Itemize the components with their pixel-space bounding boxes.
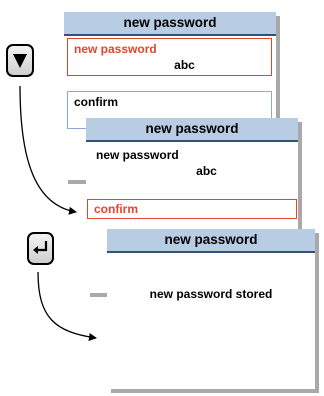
field-value: abc: [196, 164, 217, 178]
arrow-to-screen-2: [19, 85, 77, 215]
screen-title: new password: [64, 12, 276, 36]
screen-title: new password: [86, 118, 298, 142]
status-message: new password stored: [149, 287, 273, 301]
enter-return-icon: [33, 241, 48, 254]
field-value: abc: [174, 58, 195, 72]
arrow-to-screen-3: [37, 271, 97, 341]
triangle-down-icon: [13, 54, 27, 68]
field-label: confirm: [74, 95, 119, 109]
enter-key-button[interactable]: [27, 232, 54, 265]
field-label: new password: [74, 42, 157, 56]
new-password-field[interactable]: new password abc: [67, 38, 272, 76]
confirm-field[interactable]: confirm: [87, 199, 297, 219]
field-label: confirm: [94, 202, 139, 216]
screen-3: new password new password stored: [107, 229, 315, 389]
screen-title: new password: [107, 229, 315, 253]
field-label: new password: [96, 148, 179, 162]
new-password-field[interactable]: new password abc: [89, 144, 294, 182]
down-key-button[interactable]: [6, 44, 34, 77]
